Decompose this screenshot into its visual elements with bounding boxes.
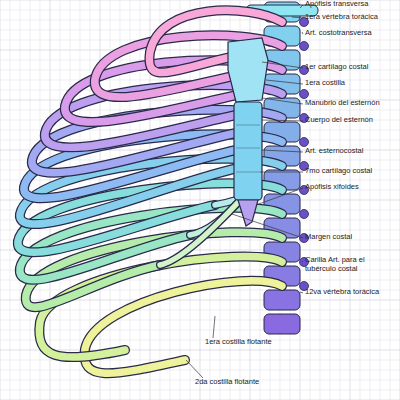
leader-line	[232, 214, 303, 238]
part-label: 12va vértebra torácica	[305, 288, 397, 297]
sternum-segment	[236, 125, 260, 126]
sternum	[228, 38, 268, 226]
ribs	[18, 10, 282, 373]
sternum-segment	[236, 148, 260, 149]
vertebra	[264, 314, 300, 334]
leader-line	[262, 150, 303, 152]
part-label: Apófisis xifoides	[305, 183, 397, 192]
rib-outline	[85, 281, 282, 373]
vertebra	[264, 290, 300, 310]
leader-line	[260, 172, 303, 173]
part-label: Apófisis transversa	[305, 0, 397, 9]
grid-line	[390, 0, 391, 400]
leader-line	[302, 32, 303, 34]
rib	[85, 281, 282, 373]
leader-line	[266, 80, 303, 84]
leader-line	[256, 188, 303, 205]
costal-cartilage	[160, 196, 244, 265]
part-label: 1era costilla	[305, 79, 397, 88]
part-label: 2da costilla flotante	[195, 378, 295, 387]
leader-line	[262, 120, 303, 121]
leader-line	[300, 5, 303, 8]
grid-line	[0, 390, 400, 391]
part-label: Art. costotransversa	[305, 29, 397, 38]
leader-line	[292, 17, 303, 18]
grid-line	[350, 0, 351, 400]
grid-line	[370, 0, 371, 400]
part-label: 1era costilla flotante	[205, 338, 305, 347]
part-label: Cuerpo del esternón	[305, 116, 397, 125]
grid-line	[380, 0, 381, 400]
rib-head	[300, 138, 309, 147]
grid-line	[0, 350, 400, 351]
leader-line	[300, 292, 303, 293]
part-label: Margen costal	[305, 233, 397, 242]
leader-lines	[186, 5, 303, 378]
leader-line	[262, 62, 303, 68]
grid-line	[0, 340, 400, 341]
sternum-segment	[236, 172, 260, 173]
leader-line	[186, 360, 203, 378]
part-label: 7mo cartílago costal	[305, 167, 397, 176]
part-label: 1era vértebra torácica	[305, 13, 397, 22]
leader-line	[302, 261, 303, 262]
rib-head	[300, 90, 309, 99]
part-label: 1er cartílago costal	[305, 63, 397, 72]
rib-head	[300, 42, 309, 51]
grid-line	[360, 0, 361, 400]
part-label: Art. esternocostal	[305, 147, 397, 156]
manubrium	[228, 38, 268, 102]
leader-line	[262, 98, 303, 104]
leader-line	[213, 316, 215, 338]
part-label: Manubrio del esternón	[305, 99, 397, 108]
rib-head	[300, 210, 309, 219]
part-label: Carilla Art. para el tubérculo costal	[305, 256, 390, 273]
grid-line	[0, 370, 400, 371]
sternum-body	[234, 102, 262, 200]
cartilage-outline	[160, 196, 244, 265]
